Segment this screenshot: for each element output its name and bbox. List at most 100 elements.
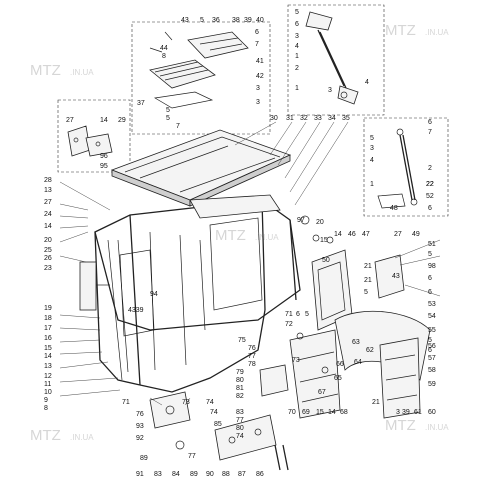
callout: 3 [295,33,299,40]
callout: 89 [140,455,148,462]
callout: 90 [206,471,214,478]
callout: 46 [348,231,356,238]
callout: 27 [394,231,402,238]
callout: 91 [136,471,144,478]
callout: 74 [206,399,214,406]
callout: 3 [370,145,374,152]
callout: 83 [236,409,244,416]
inset-hatch-strut [287,4,385,116]
callout: 61 [414,409,422,416]
callout: 7 [255,41,259,48]
callout: 24 [44,211,52,218]
callout: 57 [428,355,436,362]
callout: 3 [396,409,400,416]
callout: 44 [160,45,168,52]
watermark: MTZ [385,417,416,434]
callout: 62 [366,347,374,354]
callout: 18 [44,315,52,322]
leader-lines [59,121,441,406]
callout: 67 [318,389,326,396]
callout: 80 [236,425,244,432]
callout: 27 [44,199,52,206]
mirror [79,261,97,311]
callout: 14 [334,231,342,238]
callout: 34 [328,115,336,122]
callout: 15 [44,345,52,352]
mount-brackets [149,364,289,471]
callout: 98 [428,263,436,270]
callout: 87 [238,471,246,478]
callout: 15 [320,237,328,244]
callout: 6 [296,311,300,318]
callout: 85 [214,421,222,428]
fastener-group [296,215,405,374]
callout: 21 [372,399,380,406]
callout: 76 [248,345,256,352]
callout: 80 [236,377,244,384]
callout: 59 [428,381,436,388]
door-strut-part [377,128,418,209]
callout: 5 [370,135,374,142]
watermark-domain: .IN.UA [70,68,94,77]
fender [334,310,431,419]
callout: 71 [285,311,293,318]
callout: 56 [428,343,436,350]
callout: 58 [428,367,436,374]
callout: 35 [342,115,350,122]
callout: 75 [238,337,246,344]
callout: 2 [428,165,432,172]
callout: 6 [295,21,299,28]
watermark: MTZ [30,427,61,444]
callout: 29 [118,117,126,124]
roof-panel [110,129,292,207]
roof-vent-part [149,31,249,109]
callout: 8 [44,405,48,412]
callout: 72 [285,321,293,328]
callout: 77 [188,453,196,460]
callout: 5 [364,289,368,296]
callout: 77 [236,417,244,424]
callout: 25 [44,247,52,254]
callout: 17 [44,325,52,332]
callout: 6 [428,347,432,354]
callout: 4 [365,79,369,86]
callout: 1 [370,181,374,188]
callout: 27 [66,117,74,124]
callout: 4 [370,157,374,164]
callout: 79 [236,369,244,376]
callout: 84 [172,471,180,478]
callout: 6 [255,29,259,36]
hatch-strut-part [305,11,359,105]
callout: 37 [137,100,145,107]
callout: 92 [136,435,144,442]
callout: 74 [210,409,218,416]
callout: 1 [295,85,299,92]
callout: 52 [426,193,434,200]
callout: 97 [297,217,305,224]
callout: 69 [302,409,310,416]
callout-labels: 43 5 36 38 39 40 44 6 8 7 41 42 37 5 3 5… [44,9,436,478]
callout: 39 [244,17,252,24]
callout: 43 [181,17,189,24]
callout: 21 [364,263,372,270]
callout: 8 [162,53,166,60]
callout: 38 [232,17,240,24]
watermark-layer: MTZ .IN.UA MTZ .IN.UA MTZ .IN.UA MTZ .IN… [30,22,449,444]
callout: 89 [190,471,198,478]
callout: 6 [428,119,432,126]
callout: 96 [100,153,108,160]
callout: 66 [336,361,344,368]
callout: 53 [428,301,436,308]
callout: 5 [305,311,309,318]
callout: 30 [270,115,278,122]
callout: 40 [256,17,264,24]
callout: 55 [428,327,436,334]
callout: 32 [300,115,308,122]
callout: 64 [354,359,362,366]
callout: 81 [236,385,244,392]
watermark-domain: .IN.UA [255,233,279,242]
callout: 70 [288,409,296,416]
callout: 41 [256,58,264,65]
inset-frames [57,4,449,217]
